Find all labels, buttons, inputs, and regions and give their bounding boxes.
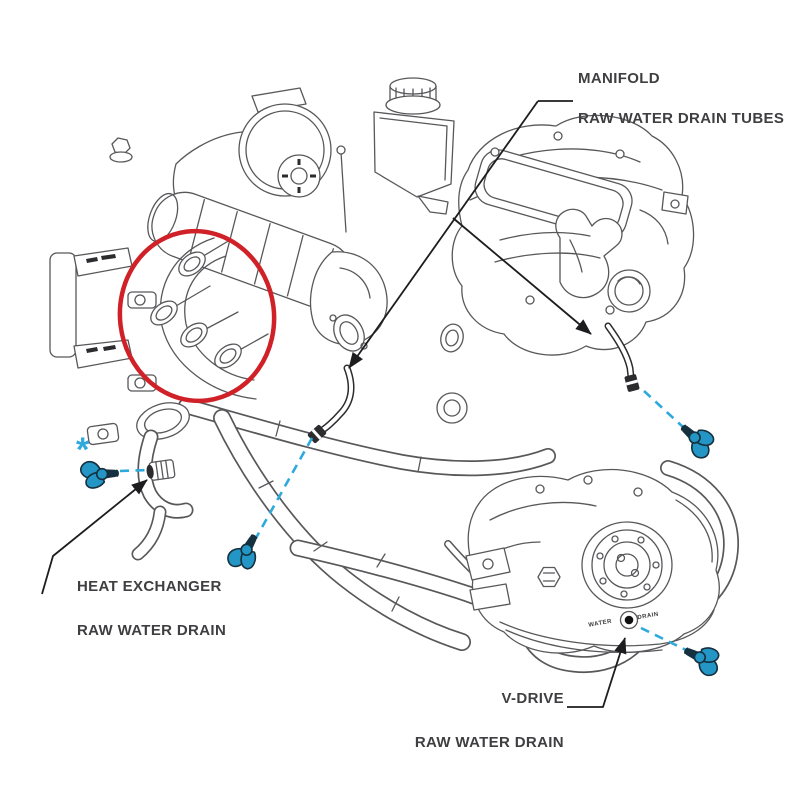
heat-exchanger (131, 402, 194, 561)
manifold-label: MANIFOLD RAW WATER DRAIN TUBES (578, 69, 784, 129)
drain-plug-icon (223, 527, 268, 576)
left-engine-assembly (49, 77, 468, 446)
v-drive-label-line1: V-DRIVE (501, 690, 564, 707)
manifold-highlight-ellipse (117, 228, 277, 404)
v-drive-label: V-DRIVE RAW WATER DRAIN (360, 688, 564, 754)
heat-exchanger-leader (41, 479, 148, 595)
drain-tube-left (307, 364, 355, 443)
pulley (172, 87, 332, 227)
manifold-leader-right (452, 217, 592, 335)
manifold-right-dashed-line (643, 390, 684, 428)
v-drive-label-line2: RAW WATER DRAIN (414, 734, 564, 751)
manifold-left-dashed-line (254, 437, 314, 539)
drain-dashed-lines (119, 390, 689, 653)
manifold-label-line2: RAW WATER DRAIN TUBES (578, 110, 785, 127)
heat-exchanger-label-line2: RAW WATER DRAIN (77, 622, 227, 639)
drain-plug-icon (678, 637, 726, 680)
heat-exchanger-drain-boss (146, 459, 176, 481)
footnote-asterisk: * (76, 431, 90, 469)
vdrive-drain-text: DRAIN (637, 612, 659, 622)
expansion-tank (373, 77, 455, 215)
vdrive-water-text: WATER (588, 619, 613, 629)
right-engine-assembly (440, 114, 695, 356)
manifold-label-line1: MANIFOLD (578, 70, 660, 87)
manifold-leader-left (348, 100, 539, 369)
drain-tube-right (604, 322, 640, 392)
v-drive: WATER DRAIN (465, 468, 720, 654)
heat-exchanger-label-line1: HEAT EXCHANGER (77, 578, 222, 595)
leader-lines (41, 100, 627, 708)
heat-exchanger-label: HEAT EXCHANGER RAW WATER DRAIN (77, 576, 226, 642)
exhaust-manifold (150, 237, 269, 400)
v-drive-dashed-line (640, 626, 689, 653)
v-drive-leader (567, 637, 627, 708)
heat-exchanger-dashed-line (119, 468, 150, 473)
